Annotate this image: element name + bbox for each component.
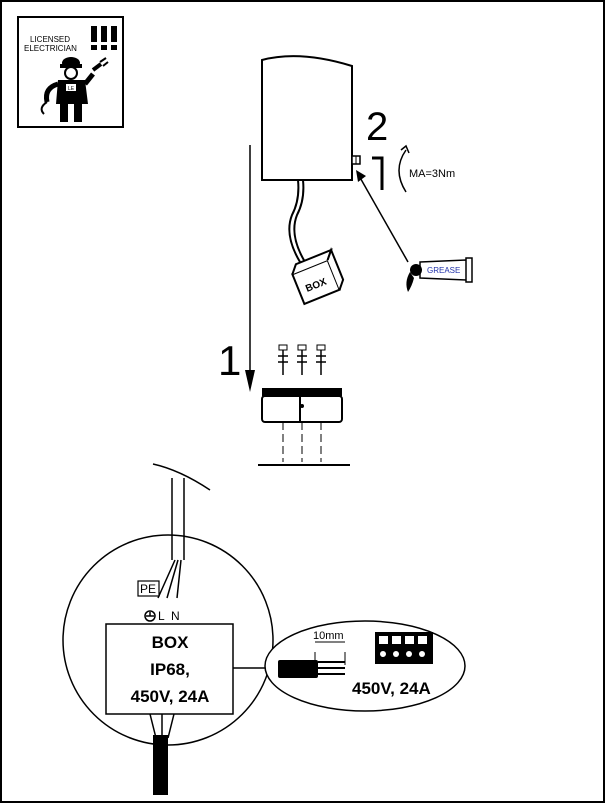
- rotation-arrow-icon: [398, 149, 407, 193]
- cable-box: BOX: [291, 247, 345, 306]
- badge-vest-tag: LE: [68, 86, 75, 92]
- luminaire-assembly: BOX: [261, 55, 353, 306]
- ground-icon: [144, 610, 156, 622]
- grease-arrow: [357, 173, 409, 263]
- terminal-block-icon: [375, 632, 433, 664]
- plate-top-strip: [262, 388, 342, 396]
- step-1-group: 1: [218, 145, 255, 392]
- stripped-wire-icon: [278, 660, 345, 678]
- terminal-screws: [278, 344, 326, 375]
- supply-cable: [171, 478, 185, 560]
- step-2-group: 2 MA=3Nm: [351, 105, 455, 193]
- licensed-electrician-badge: LICENSED ELECTRICIAN LE: [17, 16, 124, 128]
- electrician-figure-icon: LE: [40, 57, 109, 122]
- luminaire-body: [261, 55, 353, 181]
- l-label: L: [158, 609, 165, 623]
- junction-box-rating-power: 450V, 24A: [131, 687, 210, 706]
- supply-wires: [157, 559, 182, 599]
- pe-label-box: [137, 580, 160, 597]
- mounting-plate-assembly: [258, 344, 350, 466]
- luminaire-cable: [288, 179, 301, 263]
- junction-box-title: BOX: [152, 633, 190, 652]
- screw-icon: [351, 155, 361, 165]
- grease-label: GREASE: [427, 266, 460, 275]
- strip-length-label: 10mm: [313, 630, 344, 642]
- plug-icon: [91, 57, 109, 72]
- n-label: N: [171, 609, 180, 623]
- grease-group: GREASE: [356, 170, 473, 292]
- allen-key-icon: [372, 156, 384, 190]
- terminal-rating-label: 450V, 24A: [352, 679, 431, 698]
- junction-box-rating-ip: IP68,: [150, 660, 190, 679]
- grease-tube-icon: GREASE: [406, 257, 473, 292]
- step-2-number: 2: [366, 105, 388, 149]
- plate-housing: [261, 395, 343, 423]
- step-1-number: 1: [218, 337, 241, 384]
- pe-label: PE: [140, 582, 156, 596]
- torque-label: MA=3Nm: [409, 168, 455, 180]
- wiring-detail: PE L N BOX IP68, 450V, 24A 10mm: [62, 463, 466, 795]
- junction-box: [105, 623, 234, 715]
- badge-text-line1: LICENSED: [30, 35, 70, 44]
- badge-text-line2: ELECTRICIAN: [24, 44, 77, 53]
- exclamation-icon: [91, 26, 117, 50]
